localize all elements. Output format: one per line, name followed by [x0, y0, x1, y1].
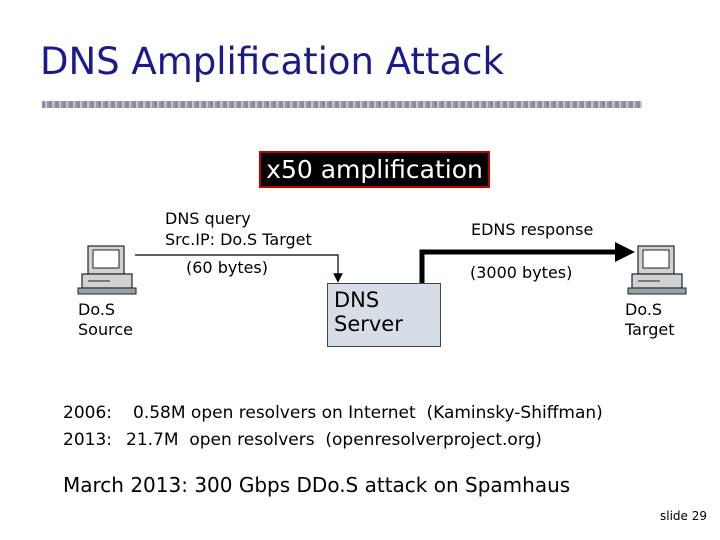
fact-year: 2013:	[63, 430, 112, 450]
target-label-line2: Target	[625, 320, 675, 339]
server-label-line1: DNS	[334, 288, 380, 312]
headline: March 2013: 300 Gbps DDo.S attack on Spa…	[63, 473, 571, 497]
fact-row: 2013: 21.7M open resolvers (openresolverp…	[63, 430, 542, 450]
response-arrow	[419, 242, 635, 283]
fact-text: 21.7M open resolvers (openresolverprojec…	[126, 430, 542, 450]
dns-server-box: DNS Server	[327, 283, 441, 347]
source-label-line2: Source	[78, 320, 133, 339]
amplification-banner: x50 amplification	[259, 151, 490, 188]
query-arrow	[135, 254, 343, 283]
query-label: DNS query	[165, 209, 251, 228]
source-label-line1: Do.S	[78, 300, 116, 319]
response-size: (3000 bytes)	[470, 263, 573, 282]
response-label: EDNS response	[471, 220, 594, 239]
server-label-line2: Server	[334, 312, 403, 336]
query-source-ip: Src.IP: Do.S Target	[165, 230, 312, 249]
fact-row: 2006: 0.58M open resolvers on Internet (K…	[63, 403, 603, 423]
slide-number: slide 29	[659, 509, 707, 523]
fact-text: 0.58M open resolvers on Internet (Kamins…	[133, 403, 603, 423]
query-size: (60 bytes)	[186, 258, 269, 277]
dos-source-label: Do.S Source	[78, 300, 133, 340]
page-title: DNS Amplification Attack	[40, 40, 504, 83]
dos-target-label: Do.S Target	[625, 300, 675, 340]
target-label-line1: Do.S	[625, 300, 663, 319]
fact-year: 2006:	[63, 403, 112, 423]
computer-icon	[627, 245, 687, 295]
computer-icon	[77, 245, 137, 295]
title-divider	[42, 101, 642, 108]
